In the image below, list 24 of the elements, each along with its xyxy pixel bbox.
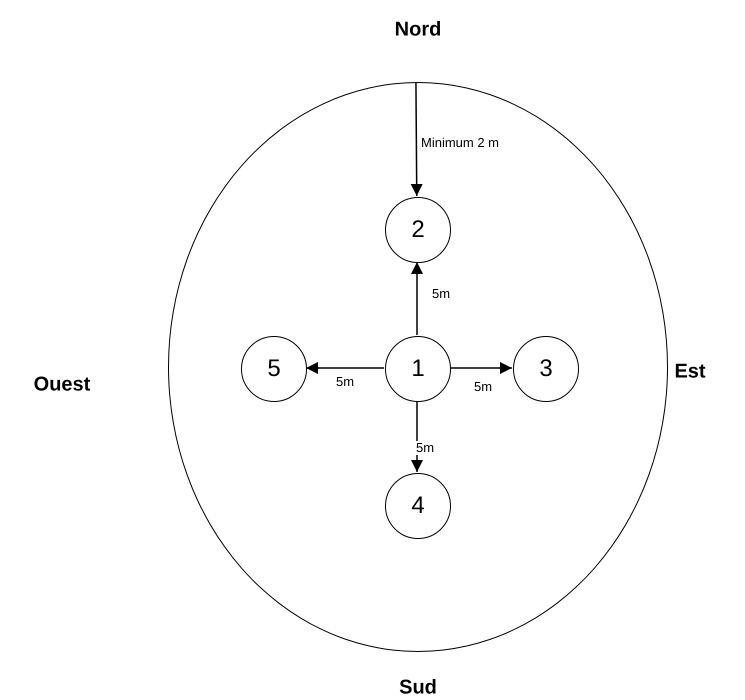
position-circle xyxy=(385,473,451,539)
edge-label: 5m xyxy=(335,375,356,390)
edge-label: 5m xyxy=(431,287,452,302)
position-circle xyxy=(513,336,579,402)
position-number: 2 xyxy=(411,218,425,242)
direction-label: Est xyxy=(674,360,706,384)
position-circle xyxy=(385,336,451,402)
position-number: 1 xyxy=(411,357,425,381)
direction-label: Nord xyxy=(394,18,442,42)
direction-label: Ouest xyxy=(34,374,90,396)
measure-arrow xyxy=(306,362,384,374)
measure-arrow xyxy=(411,401,423,472)
measure-arrow xyxy=(450,362,512,374)
position-number: 4 xyxy=(411,494,425,518)
position-circle xyxy=(385,197,451,263)
position-circle xyxy=(241,336,307,402)
edge-label: Minimum 2 m xyxy=(420,136,500,150)
position-number: 3 xyxy=(539,357,553,381)
measure-arrow xyxy=(410,82,423,196)
edge-label: 5m xyxy=(415,441,436,456)
edge-label: 5m xyxy=(473,380,494,394)
position-number: 5 xyxy=(267,357,281,381)
measure-arrow xyxy=(411,262,423,335)
direction-label: Sud xyxy=(399,676,437,700)
